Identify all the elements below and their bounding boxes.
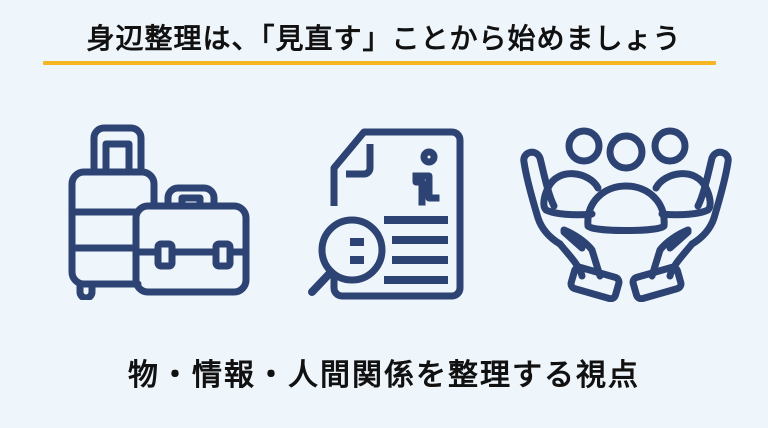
people-in-hands-icon — [520, 126, 732, 302]
page-title: 身辺整理は、「見直す」ことから始めましょう — [86, 22, 682, 55]
subtitle: 物・情報・人間関係を整理する視点 — [128, 358, 640, 393]
title-underline — [43, 61, 716, 65]
document-search-icon — [304, 124, 464, 304]
luggage-icon — [66, 124, 252, 300]
